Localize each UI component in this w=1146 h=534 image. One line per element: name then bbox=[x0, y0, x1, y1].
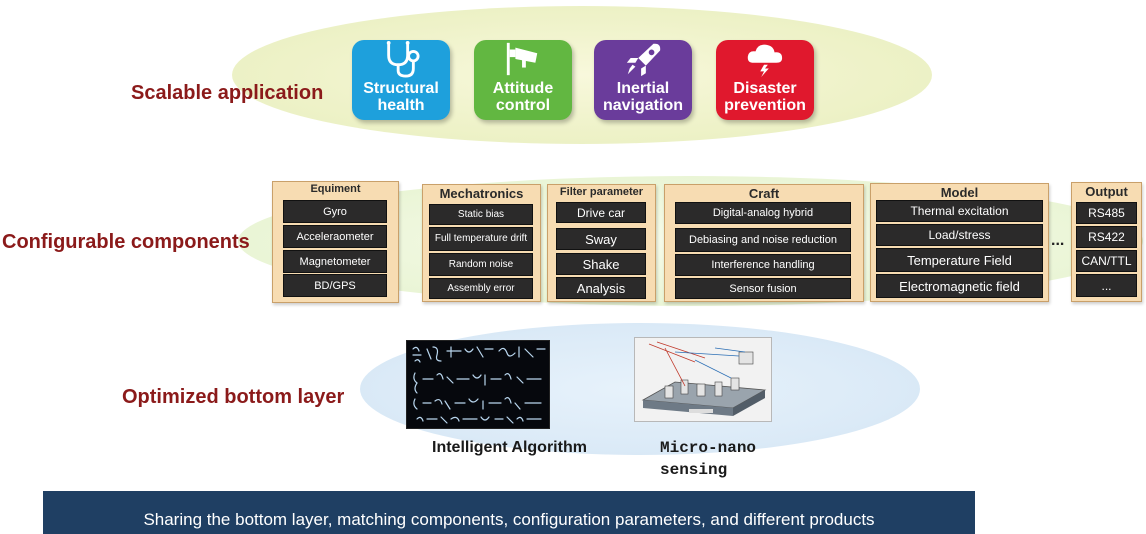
component-group-equipment: Equiment Gyro Acceleraometer Magnetomete… bbox=[272, 181, 399, 303]
app-label: Structural health bbox=[363, 80, 439, 114]
component-group-mechatronics: Mechatronics Static bias Full temperatur… bbox=[422, 184, 541, 302]
algorithm-formula-image bbox=[406, 340, 550, 429]
component-item: Thermal excitation bbox=[876, 200, 1043, 222]
component-item: Random noise bbox=[429, 253, 533, 276]
stethoscope-icon bbox=[386, 40, 420, 78]
summary-banner: Sharing the bottom layer, matching compo… bbox=[43, 491, 975, 534]
component-item: Debiasing and noise reduction bbox=[675, 228, 851, 252]
app-tile-attitude-control: Attitude control bbox=[474, 40, 572, 120]
component-item: Assembly error bbox=[429, 278, 533, 299]
group-title: Equiment bbox=[310, 183, 361, 195]
component-item: Interference handling bbox=[675, 254, 851, 276]
component-item: CAN/TTL bbox=[1076, 250, 1137, 272]
group-title: Filter parameter bbox=[559, 186, 644, 198]
component-item: BD/GPS bbox=[283, 274, 387, 297]
component-item: RS485 bbox=[1076, 202, 1137, 224]
component-item: Shake bbox=[556, 253, 646, 275]
component-item: Magnetometer bbox=[283, 250, 387, 273]
layer-label-application: Scalable application bbox=[131, 82, 324, 104]
camera-mount-icon bbox=[506, 42, 538, 76]
app-label: Disaster prevention bbox=[724, 80, 806, 114]
app-tile-structural-health: Structural health bbox=[352, 40, 450, 120]
app-label: Attitude control bbox=[492, 80, 554, 114]
component-group-filter-parameter: Filter parameter Drive car Sway Shake An… bbox=[547, 184, 656, 302]
layer-label-bottom: Optimized bottom layer bbox=[122, 386, 345, 408]
component-item: Analysis bbox=[556, 277, 646, 299]
component-item: Sway bbox=[556, 228, 646, 250]
component-item: RS422 bbox=[1076, 226, 1137, 248]
component-item: Static bias bbox=[429, 204, 533, 225]
storm-cloud-icon bbox=[747, 44, 783, 78]
rocket-icon bbox=[626, 43, 661, 77]
algorithm-caption: Intelligent Algorithm bbox=[432, 439, 587, 456]
component-group-model: Model Thermal excitation Load/stress Tem… bbox=[870, 183, 1049, 302]
group-title: Craft bbox=[748, 186, 780, 201]
app-tile-inertial-navigation: Inertial navigation bbox=[594, 40, 692, 120]
component-item: Load/stress bbox=[876, 224, 1043, 246]
component-group-output: Output RS485 RS422 CAN/TTL ... bbox=[1071, 182, 1142, 302]
component-item: Sensor fusion bbox=[675, 278, 851, 299]
app-label: Inertial navigation bbox=[602, 80, 683, 114]
component-item: Digital-analog hybrid bbox=[675, 202, 851, 224]
application-layer-ellipse bbox=[232, 6, 932, 144]
component-item: Full temperature drift bbox=[429, 227, 533, 251]
group-title: Model bbox=[940, 185, 979, 200]
formula-illustration bbox=[412, 346, 546, 424]
component-item: Temperature Field bbox=[876, 248, 1043, 272]
group-title: Output bbox=[1085, 184, 1128, 199]
group-title: Mechatronics bbox=[439, 186, 524, 201]
component-item: Gyro bbox=[283, 200, 387, 223]
layer-label-components: Configurable components bbox=[2, 231, 250, 253]
sensing-device-image bbox=[634, 337, 772, 422]
component-item: ... bbox=[1076, 274, 1137, 297]
sensing-caption: Micro-nano sensing bbox=[660, 439, 757, 479]
component-group-craft: Craft Digital-analog hybrid Debiasing an… bbox=[664, 184, 864, 302]
component-item: Drive car bbox=[556, 202, 646, 223]
component-item: Electromagnetic field bbox=[876, 274, 1043, 298]
mems-illustration bbox=[641, 341, 767, 416]
component-item: Acceleraometer bbox=[283, 225, 387, 248]
summary-banner-text: Sharing the bottom layer, matching compo… bbox=[143, 509, 875, 529]
app-tile-disaster-prevention: Disaster prevention bbox=[716, 40, 814, 120]
more-components-ellipsis: ... bbox=[1051, 232, 1065, 249]
